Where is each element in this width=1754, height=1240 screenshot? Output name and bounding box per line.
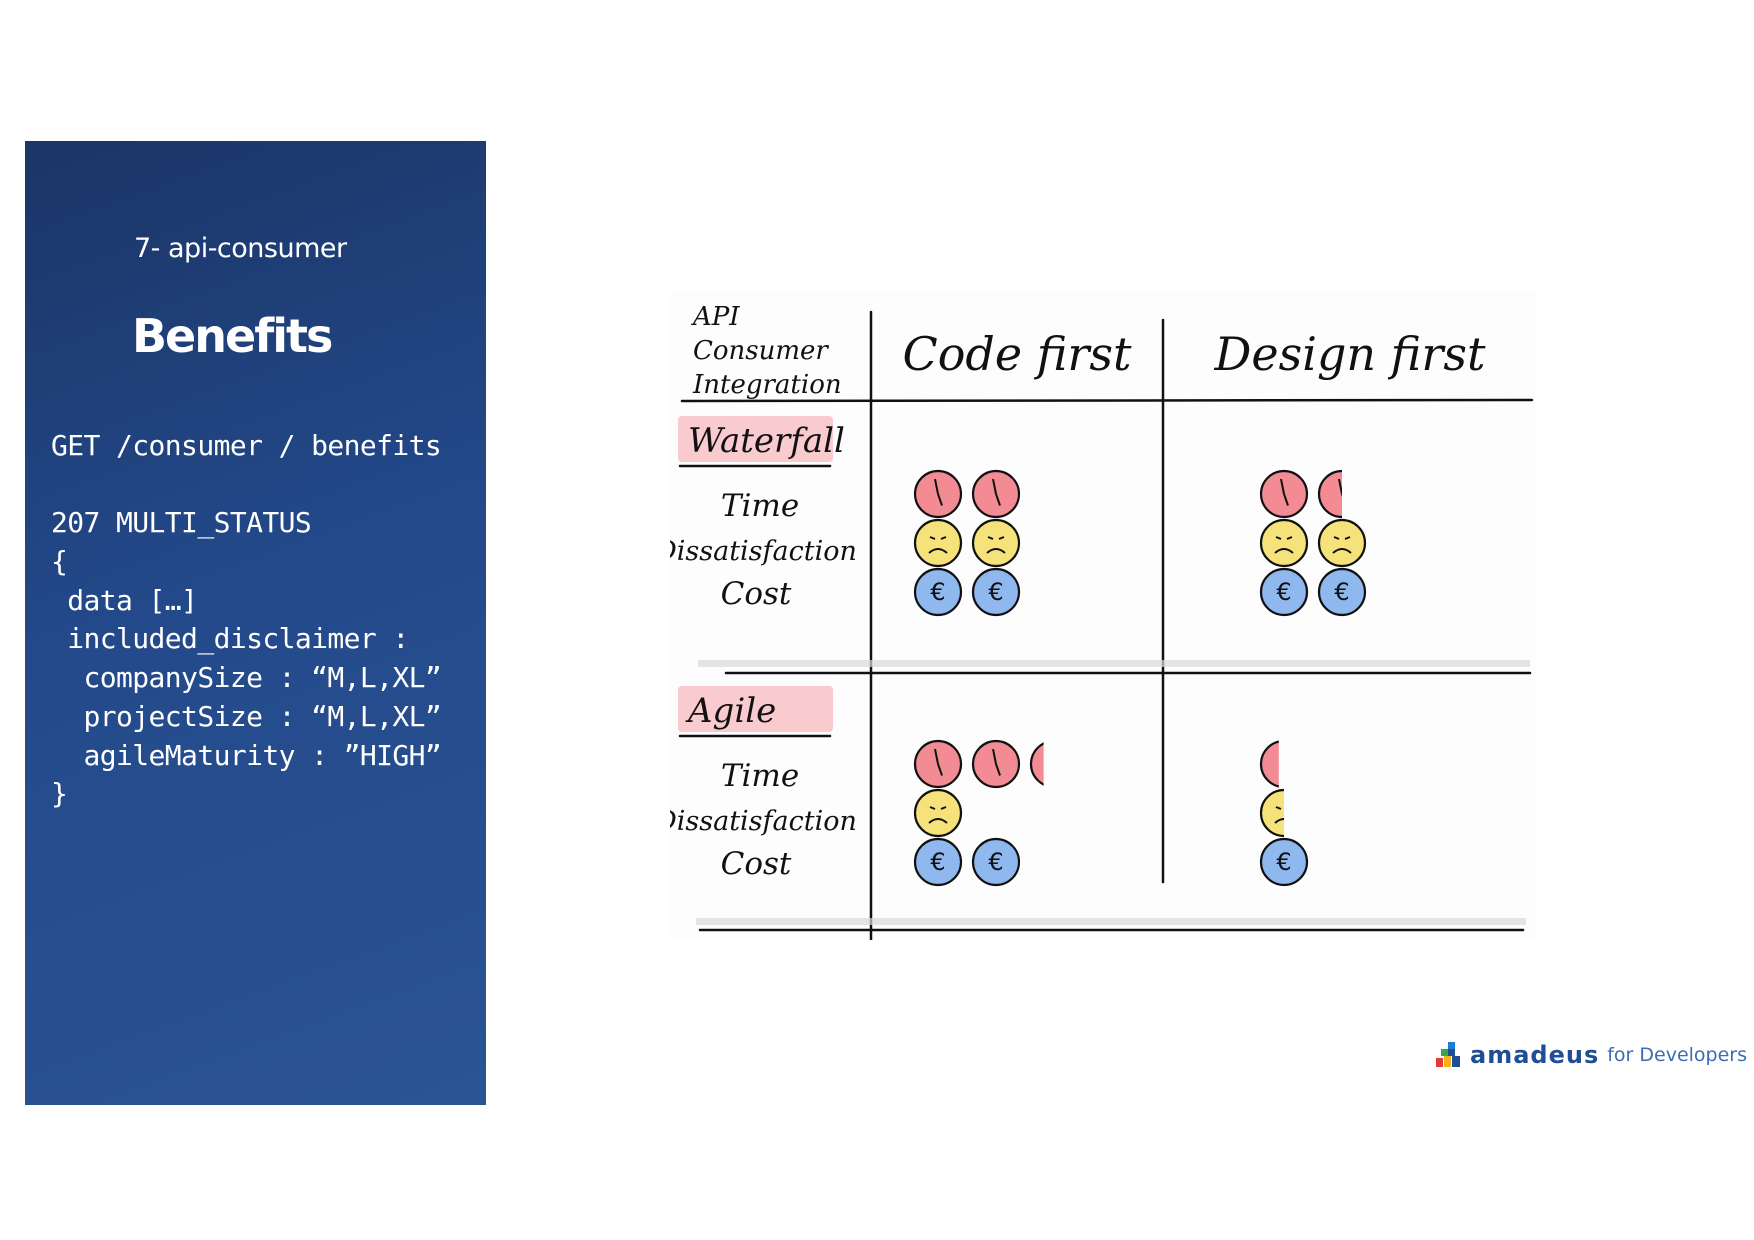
euro-coin-icon: € (1259, 567, 1309, 617)
row-label-time: Time (721, 488, 799, 524)
frown-face-icon (913, 518, 963, 568)
row-label-cost: Cost (721, 576, 792, 612)
brand-name: amadeus (1470, 1041, 1600, 1069)
code-line: included_disclaimer : (51, 622, 409, 656)
section-label-agile: Agile (685, 691, 776, 731)
code-line: projectSize : “M,L,XL” (51, 699, 442, 733)
amadeus-logo: amadeus for Developers (1436, 1040, 1747, 1070)
euro-coin-icon: € (1317, 567, 1367, 617)
row-label-time: Time (721, 758, 799, 794)
header-rule (680, 398, 1534, 403)
clock-icon (913, 739, 963, 789)
amadeus-mark-icon (1436, 1042, 1462, 1068)
section-highlight (678, 416, 833, 462)
svg-text:€: € (930, 578, 945, 606)
code-line: GET /consumer / benefits (51, 429, 442, 462)
frown-face-icon (1259, 518, 1309, 568)
svg-text:€: € (1334, 578, 1349, 606)
bottom-shadow (696, 918, 1526, 925)
row-label-dissatisfaction: Dissatisfaction (670, 536, 857, 567)
slide-title: Benefits (132, 309, 333, 363)
code-line: agileMaturity : ”HIGH” (51, 738, 442, 772)
frown-face-icon (1317, 518, 1367, 568)
section-label-waterfall: Waterfall (688, 421, 845, 461)
column-header-code-first: Code first (903, 327, 1132, 381)
brand-tagline: for Developers (1607, 1044, 1748, 1066)
code-line: { (51, 545, 68, 579)
code-line: data […] (51, 583, 198, 617)
section-shadow (698, 660, 1530, 667)
euro-coin-icon: € (971, 837, 1021, 887)
corner-label-line: API (691, 302, 740, 332)
svg-text:€: € (1276, 848, 1291, 876)
row-label-dissatisfaction: Dissatisfaction (670, 806, 857, 837)
euro-coin-icon: € (913, 837, 963, 887)
clock-icon (1317, 469, 1342, 519)
code-block: GET /consumer / benefits 207 MULTI_STATUS… (51, 427, 442, 814)
euro-coin-icon: € (971, 567, 1021, 617)
column-header-design-first: Design first (1214, 327, 1486, 381)
slide-subtitle: 7- api-consumer (134, 233, 347, 264)
clock-icon (913, 469, 963, 519)
clock-icon (971, 739, 1021, 789)
code-line (51, 466, 441, 505)
frown-face-icon (971, 518, 1021, 568)
frown-face-icon (1259, 788, 1284, 838)
side-panel: 7- api-consumer Benefits GET /consumer /… (25, 141, 486, 1105)
euro-coin-icon: € (913, 567, 963, 617)
corner-label-line: Integration (692, 370, 842, 400)
svg-text:€: € (988, 578, 1003, 606)
code-line: companySize : “M,L,XL” (51, 661, 442, 695)
corner-label-line: Consumer (693, 336, 829, 366)
svg-text:€: € (930, 848, 945, 876)
svg-text:€: € (988, 848, 1003, 876)
code-line: 207 MULTI_STATUS (51, 506, 312, 540)
clock-icon (1029, 742, 1044, 786)
clock-icon (1259, 469, 1309, 519)
frown-face-icon (913, 788, 963, 838)
clock-icon (1259, 740, 1279, 788)
code-line: } (51, 777, 68, 811)
clock-icon (971, 469, 1021, 519)
section-highlight (678, 686, 833, 732)
svg-text:€: € (1276, 578, 1291, 606)
euro-coin-icon: € (1259, 837, 1309, 887)
row-label-cost: Cost (721, 846, 792, 882)
